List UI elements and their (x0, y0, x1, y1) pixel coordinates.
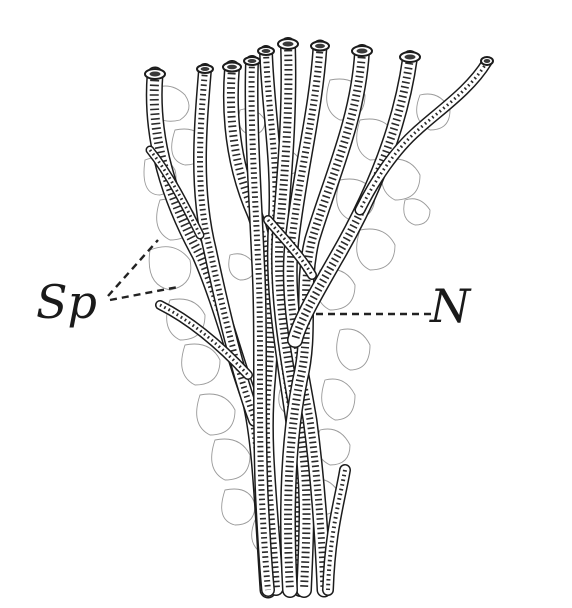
fibre-cut-ends (144, 38, 494, 80)
sp-leader-upper (107, 239, 159, 297)
nerve-fibre (145, 145, 205, 240)
nerve-fibre (271, 37, 315, 598)
label-leader-lines (107, 239, 432, 316)
nerve-fibre (244, 55, 275, 597)
fibre-cut-end-lumen (483, 59, 491, 63)
sp-label: Sp (36, 275, 97, 329)
fibre-cut-end-lumen (356, 48, 368, 54)
fibre-cut-end-lumen (261, 49, 271, 53)
nerve-fibre (287, 50, 418, 348)
fibre-cut-end-lumen (149, 71, 161, 77)
fibre-cut-end-lumen (404, 54, 416, 60)
nerve-fibre (155, 300, 253, 380)
fibre-hatching (263, 51, 303, 591)
nerve-fibre (263, 215, 317, 280)
sp-leader-lower (109, 285, 179, 302)
fibre-hatching (358, 61, 489, 211)
fibre-core (288, 51, 417, 347)
fibre-hatching (326, 469, 347, 591)
nerve-fibres (145, 37, 493, 599)
nerve-fibre (354, 56, 493, 216)
fibre-cut-end-lumen (227, 64, 237, 70)
fibre-cut-end-lumen (247, 59, 257, 63)
fibre-core (272, 38, 313, 597)
n-label: N (429, 279, 472, 333)
fibre-core (246, 56, 274, 596)
fibre-hatching (148, 149, 202, 236)
fibre-cut-end-lumen (315, 43, 325, 49)
nerve-fibre (193, 63, 262, 427)
nerve-fibre (322, 464, 351, 596)
fibre-core (194, 64, 261, 426)
fibre-cut-end-lumen (200, 67, 210, 71)
fibre-cut-end-lumen (282, 41, 294, 47)
fibre-core (264, 216, 316, 279)
fibre-hatching (159, 303, 250, 377)
fibre-hatching (286, 46, 328, 591)
